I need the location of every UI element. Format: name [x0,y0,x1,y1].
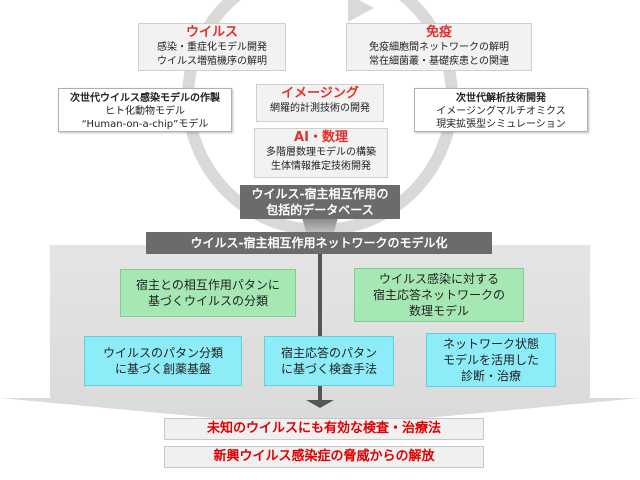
next-model-line: ヒト化動物モデル [105,106,185,117]
network-model-bar: ウイルス-宿主相互作用ネットワークのモデル化 [146,232,492,254]
ai-line: 生体情報推定技術開発 [271,161,371,172]
blue-box-line: 診断・治療 [460,369,521,383]
green-box-line: 宿主との相互作用パタンに [136,278,280,292]
database-line: 包括的データベース [266,203,374,217]
blue-box-line: に基づく創薬基盤 [114,362,211,376]
green-box-line: 数理モデル [408,304,469,318]
green-box-line: 基づくウイルスの分類 [147,294,268,308]
virus-line: ウイルス増殖機序の解明 [157,56,267,67]
imaging-title: イメージング [281,86,359,101]
blue-box-line: モデルを活用した [442,353,539,367]
green-box-line: ウイルス感染に対する [378,272,499,286]
green-box-math-model: ウイルス感染に対する 宿主応答ネットワークの 数理モデル [354,268,524,322]
immunity-line: 免疫細胞間ネットワークの解明 [369,42,509,53]
next-analysis-line: 現実拡張型シミュレーション [436,119,566,130]
result-box-liberation: 新興ウイルス感染症の脅威からの解放 [164,446,484,468]
blue-box-line: に基づく検査手法 [280,362,377,376]
ai-title: AI・数理 [294,130,348,145]
center-pole [306,250,334,408]
imaging-box: イメージング 網羅的計測技術の開発 [256,84,384,122]
virus-line: 感染・重症化モデル開発 [157,42,267,53]
next-analysis-title: 次世代解析技術開発 [456,93,546,104]
immunity-line: 常在細菌叢・基礎疾患との関連 [369,56,509,67]
immunity-box: 免疫 免疫細胞間ネットワークの解明 常在細菌叢・基礎疾患との関連 [346,23,532,71]
next-analysis-line: イメージングマルチオミクス [436,106,566,117]
next-model-box: 次世代ウイルス感染モデルの作製 ヒト化動物モデル “Human-on-a-chi… [58,88,232,132]
next-model-title: 次世代ウイルス感染モデルの作製 [70,93,220,104]
blue-box-line: ネットワーク状態 [442,337,539,351]
virus-box: ウイルス 感染・重症化モデル開発 ウイルス増殖機序の解明 [138,23,286,71]
green-box-classification: 宿主との相互作用パタンに 基づくウイルスの分類 [120,269,296,317]
immunity-title: 免疫 [425,25,452,40]
cycle-arrowhead-top [348,0,374,22]
database-line: ウイルス-宿主相互作用の [251,187,389,201]
imaging-line: 網羅的計測技術の開発 [270,103,370,114]
blue-box-diagnosis: ネットワーク状態 モデルを活用した 診断・治療 [426,333,556,387]
ai-line: 多階層数理モデルの構築 [266,147,376,158]
next-analysis-box: 次世代解析技術開発 イメージングマルチオミクス 現実拡張型シミュレーション [414,88,588,132]
blue-box-testing: 宿主応答のパタン に基づく検査手法 [264,336,394,386]
green-box-line: 宿主応答ネットワークの [372,288,505,302]
next-model-line: “Human-on-a-chip”モデル [81,119,209,130]
blue-box-line: 宿主応答のパタン [280,346,377,360]
virus-title: ウイルス [185,25,238,40]
result-box-treatment: 未知のウイルスにも有効な検査・治療法 [164,418,484,440]
database-bar: ウイルス-宿主相互作用の 包括的データベース [240,185,400,219]
blue-box-drug-discovery: ウイルスのパタン分類 に基づく創薬基盤 [84,336,242,386]
blue-box-line: ウイルスのパタン分類 [102,346,223,360]
ai-box: AI・数理 多階層数理モデルの構築 生体情報推定技術開発 [254,128,388,178]
